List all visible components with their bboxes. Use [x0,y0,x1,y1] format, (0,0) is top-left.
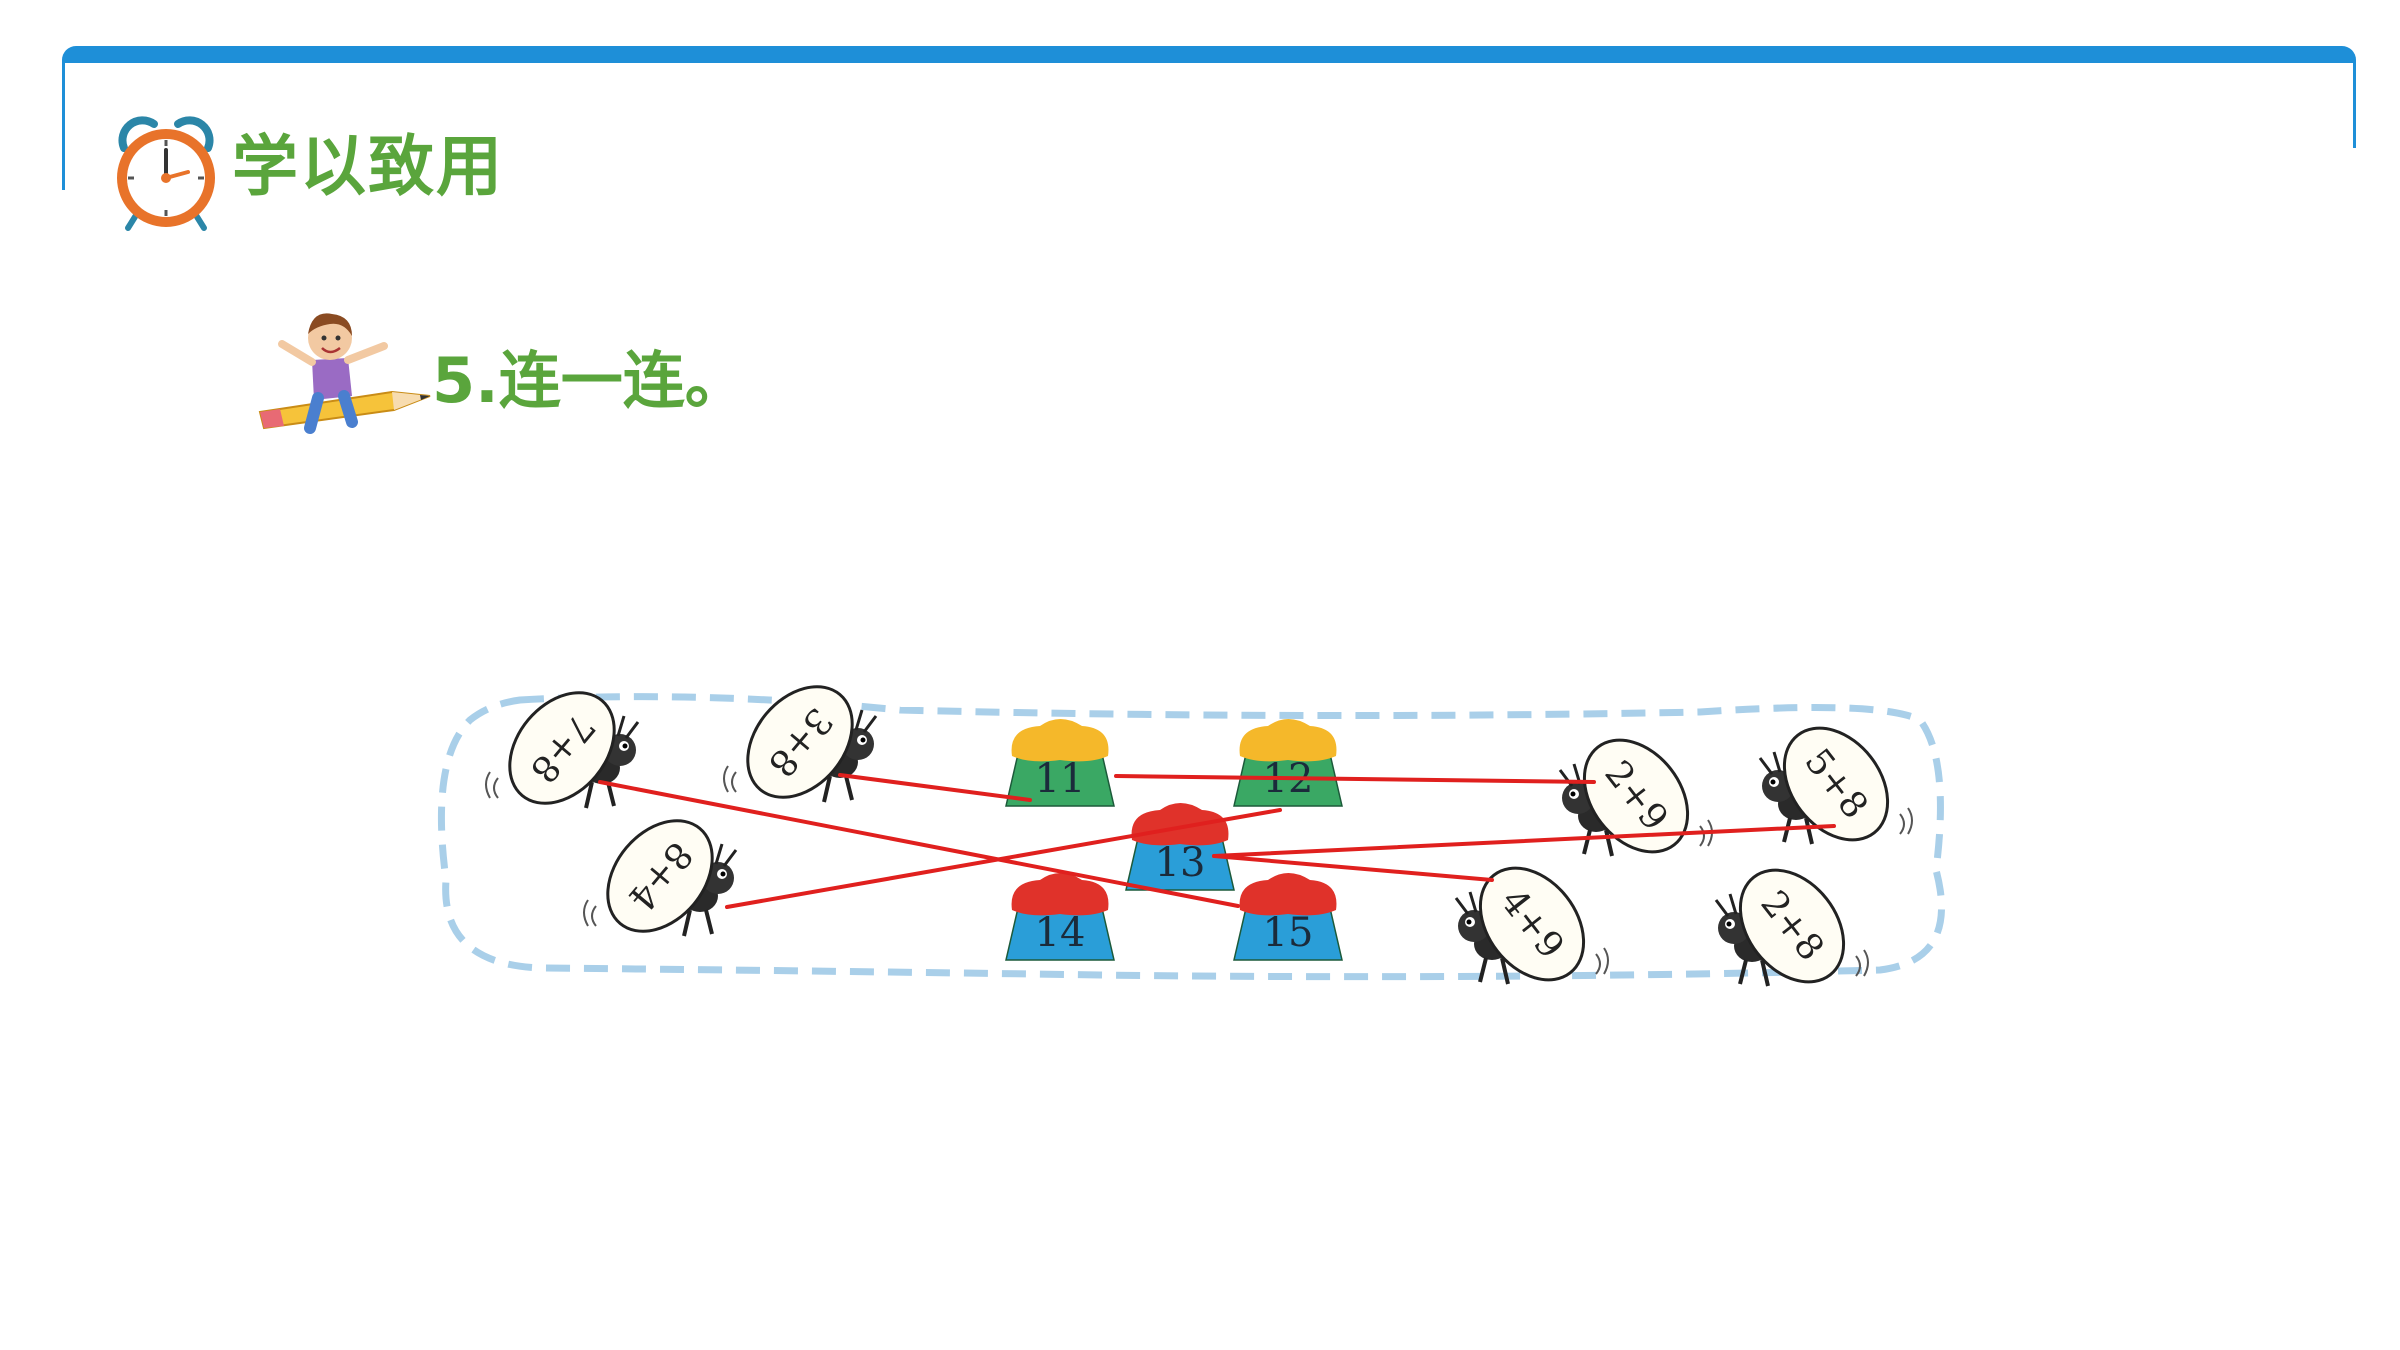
connection-line [838,773,1032,802]
cake-value: 11 [1035,756,1086,802]
section-title: 学以致用 [232,128,504,205]
kid-on-pencil-icon [258,313,431,434]
connection-line [1212,824,1836,858]
alarm-clock-icon [117,116,215,231]
cake-14: 14 [1005,873,1115,961]
ant-a2: 3+8 [723,685,878,803]
cake-value: 13 [1155,840,1206,886]
cake-13: 13 [1125,803,1235,891]
cake-11: 11 [1005,719,1115,807]
cakes-layer: 11 12 13 14 15 [1005,719,1343,961]
dashed-boundary [437,693,1946,981]
cake-12: 12 [1233,719,1343,807]
ant-a6: 4+9 [1454,866,1609,985]
ant-a3: 8+4 [583,819,738,937]
ant-a4: 2+9 [1558,738,1713,857]
question-label: 5.连一连。 [432,344,747,417]
ant-a1: 7+8 [485,691,640,809]
connection-line [1114,774,1596,784]
cake-value: 14 [1035,910,1086,956]
ant-a5: 5+8 [1758,726,1913,845]
connection-lines [598,773,1836,909]
connection-line [725,808,1282,909]
frame-gap [56,190,68,270]
connection-line [1212,854,1494,882]
ant-a7: 2+8 [1714,868,1869,987]
cake-value: 15 [1263,910,1314,956]
connection-line [598,780,1240,908]
ants-layer: 7+8 3+8 8+4 2+9 5+8 4+9 2+8 [485,685,1913,987]
frame-gap-right [2350,148,2362,278]
cake-15: 15 [1233,873,1343,961]
